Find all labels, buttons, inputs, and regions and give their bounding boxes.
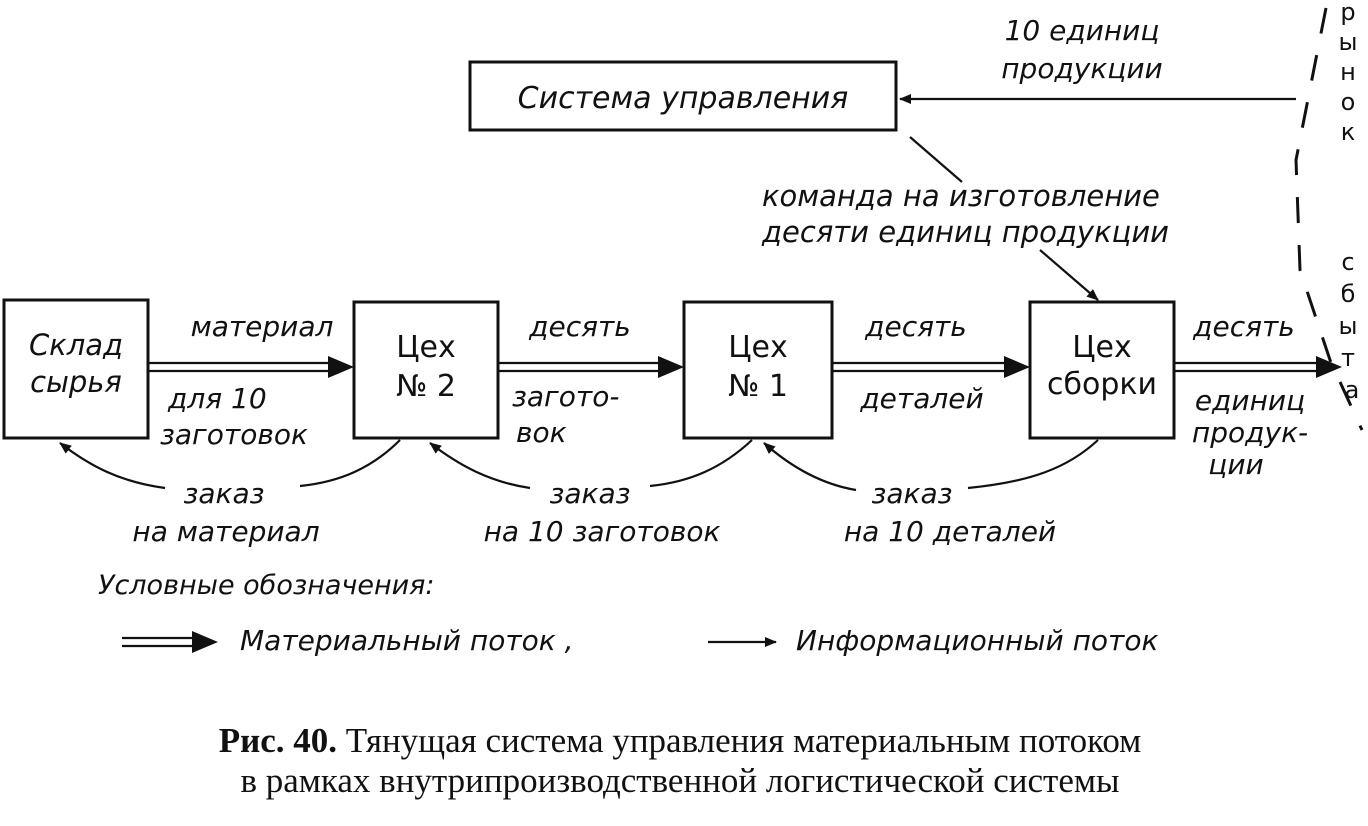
sales-letter: а bbox=[1345, 376, 1360, 404]
sales-letter: т bbox=[1341, 344, 1355, 372]
shop2-box: Цех № 2 bbox=[352, 300, 500, 440]
market-letter: р bbox=[1340, 0, 1355, 26]
warehouse-box: Склад сырья bbox=[2, 298, 150, 440]
caption-line-1: Рис. 40. Тянущая система управления мате… bbox=[219, 721, 1142, 760]
caption-line-2: в рамках внутрипроизводственной логистич… bbox=[240, 761, 1119, 800]
sales-letter: ы bbox=[1339, 312, 1358, 340]
legend-material-label: Материальный поток , bbox=[240, 624, 573, 657]
market-boundary bbox=[1294, 7, 1364, 431]
caption-line-1-text: Тянущая система управления материальным … bbox=[337, 721, 1141, 760]
material-flow-arrow-4 bbox=[1174, 356, 1342, 378]
warehouse-label-2: сырья bbox=[30, 365, 122, 399]
order-parts-label-2: на 10 деталей bbox=[844, 515, 1056, 548]
order-arc-2-left bbox=[429, 442, 531, 490]
order-material-label-1: заказ bbox=[183, 477, 264, 510]
product-units-label-1: единиц bbox=[1195, 384, 1305, 417]
order-arc-2-right bbox=[649, 439, 753, 488]
order-arc-3-right bbox=[967, 439, 1099, 490]
material-flow-arrow-3 bbox=[832, 356, 1030, 378]
command-label-1: команда на изготовление bbox=[762, 179, 1160, 213]
blanks-label-2: вок bbox=[516, 416, 567, 449]
assembly-box: Цех сборки bbox=[1028, 300, 1176, 440]
caption-figure-number: Рис. 40. bbox=[219, 721, 337, 760]
assembly-label-1: Цех bbox=[1072, 330, 1132, 365]
order-parts-label-1: заказ bbox=[871, 477, 952, 510]
order-blanks-label-2: на 10 заготовок bbox=[484, 515, 721, 548]
shop2-label-2: № 2 bbox=[396, 369, 456, 404]
legend-material-symbol bbox=[122, 631, 218, 653]
assembly-label-2: сборки bbox=[1047, 367, 1157, 402]
material-for-10-label-1: для 10 bbox=[167, 382, 267, 415]
ten-units-label-2: продукции bbox=[1001, 52, 1163, 85]
shop1-label-2: № 1 bbox=[728, 369, 788, 404]
order-arc-3-left bbox=[763, 442, 857, 492]
market-letter: к bbox=[1341, 118, 1356, 146]
shop1-label-1: Цех bbox=[728, 330, 788, 365]
control-system-box: Система управления bbox=[468, 60, 898, 132]
sales-letter: б bbox=[1341, 280, 1356, 308]
ten-units-label-1: 10 единиц bbox=[1005, 14, 1160, 47]
product-units-label-3: ции bbox=[1208, 448, 1263, 481]
blanks-label-1: загото- bbox=[512, 380, 619, 413]
material-flow-arrow-2 bbox=[498, 356, 684, 378]
market-word-top: р ы н о к bbox=[1339, 0, 1358, 146]
shop1-box: Цех № 1 bbox=[682, 300, 834, 440]
market-letter: н bbox=[1340, 58, 1356, 86]
command-leader-arrow bbox=[1039, 249, 1099, 301]
market-letter: ы bbox=[1339, 28, 1358, 56]
order-arc-1-left bbox=[59, 442, 166, 490]
warehouse-label-1: Склад bbox=[29, 328, 123, 362]
order-arc-1-right bbox=[299, 439, 401, 488]
material-flow-arrow-1 bbox=[148, 356, 354, 378]
product-units-label-2: продук- bbox=[1192, 416, 1308, 449]
command-label-2: десяти единиц продукции bbox=[761, 215, 1169, 249]
order-material-label-2: на материал bbox=[132, 515, 319, 548]
control-system-label: Система управления bbox=[518, 81, 849, 116]
ten-label-2: десять bbox=[864, 310, 967, 343]
ten-label-1: десять bbox=[528, 310, 631, 343]
legend-title: Условные обозначения: bbox=[98, 570, 435, 601]
market-word-bottom: с б ы т а bbox=[1339, 248, 1360, 404]
parts-label: деталей bbox=[859, 382, 983, 415]
order-blanks-label-1: заказ bbox=[549, 477, 630, 510]
sales-letter: с bbox=[1341, 248, 1354, 276]
market-letter: о bbox=[1341, 88, 1356, 116]
command-leader-top bbox=[909, 136, 963, 183]
material-label: материал bbox=[191, 310, 334, 343]
legend-info-label: Информационный поток bbox=[796, 624, 1158, 657]
ten-label-3: десять bbox=[1192, 310, 1295, 343]
shop2-label-1: Цех bbox=[396, 330, 456, 365]
material-for-10-label-2: заготовок bbox=[160, 418, 308, 451]
